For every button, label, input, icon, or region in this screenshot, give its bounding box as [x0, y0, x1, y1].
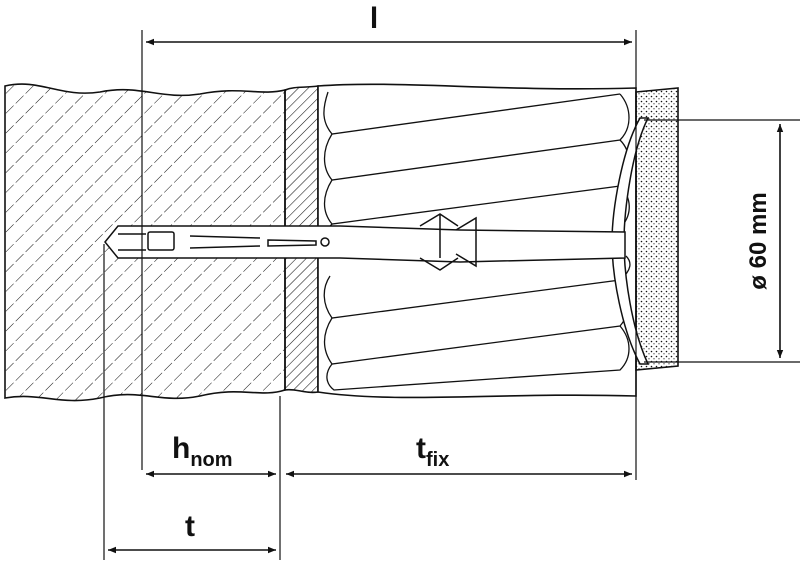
total-length-label: l — [370, 2, 378, 35]
drill-depth-label: t — [185, 510, 195, 543]
fixture-thickness-label: tfix — [416, 432, 449, 471]
nominal-embedment-sub: nom — [190, 449, 232, 471]
plate-diameter-label: ø 60 mm — [745, 192, 772, 289]
dimension-nominal-embedment: hnom — [146, 396, 281, 560]
fixture-thickness-main: t — [416, 432, 426, 465]
anchor-plate — [611, 117, 650, 365]
dimension-fixture-thickness: tfix — [286, 432, 632, 478]
dimension-drill-depth: t — [103, 244, 276, 560]
fixture-thickness-sub: fix — [426, 449, 449, 471]
nominal-embedment-main: h — [172, 432, 190, 465]
nominal-embedment-label: hnom — [172, 432, 233, 471]
dimension-plate-diameter: ø 60 mm — [644, 119, 800, 363]
anchor-sleeve — [104, 213, 626, 271]
dimension-total-length: l — [141, 2, 637, 480]
